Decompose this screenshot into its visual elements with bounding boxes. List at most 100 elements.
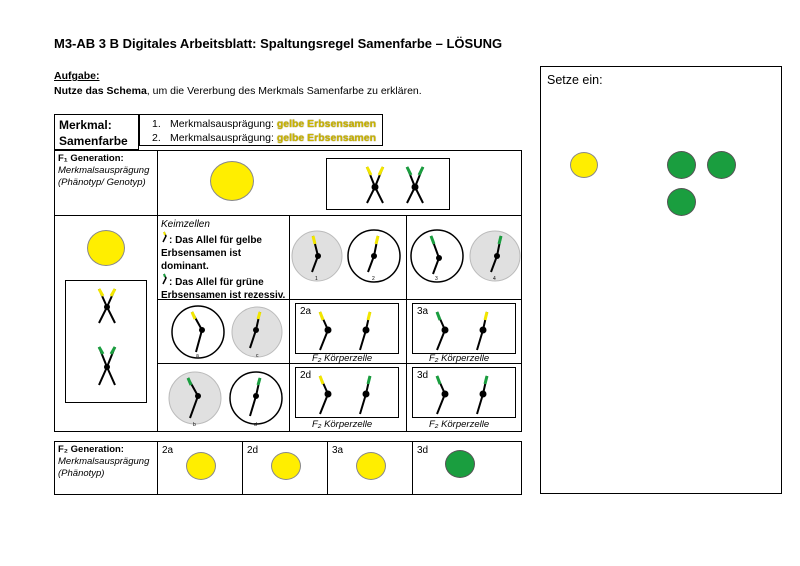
gametes-12: 1 2	[291, 229, 401, 283]
f1-chromosomes	[365, 166, 425, 204]
gametes-cell-ac: a c	[157, 299, 290, 364]
legend-recessive: : Das Allel für grüne Erbsensamen ist re…	[161, 273, 286, 302]
gamete-d[interactable]	[229, 371, 283, 425]
gametes-cell-bd: b d	[157, 363, 290, 432]
gamete-label-2: 2	[372, 276, 375, 282]
drag-green-seed-2[interactable]	[707, 151, 736, 179]
f2-seed-2a[interactable]	[186, 452, 216, 480]
gametes-ac: a c	[171, 305, 283, 359]
f2-line3: (Phänotyp)	[58, 468, 105, 479]
parent-chromosome-pair-green	[97, 346, 117, 386]
chromosomes-3a	[435, 311, 489, 351]
gamete-3[interactable]	[410, 229, 464, 283]
f2-label-cell: F₂ Generation: Merkmalsausprägung (Phäno…	[54, 441, 158, 495]
task-text-rest: , um die Vererbung des Merkmals Samenfar…	[146, 85, 422, 97]
cell-caption-2d: F₂ Körperzelle	[312, 419, 373, 430]
gamete-label-a: a	[196, 353, 199, 359]
option-2-label: Merkmalsausprägung:	[170, 132, 274, 144]
f2-cell-3d-box: 3d F₂ Körperzelle	[406, 363, 522, 432]
f2-result-3a: 3a	[327, 441, 413, 495]
keimzellen-legend-cell: Keimzellen : Das Allel für gelbe Erbsens…	[157, 215, 290, 302]
f2-seed-3d[interactable]	[445, 450, 475, 478]
f1-chromosome-pair-right	[405, 166, 425, 204]
setze-ein-panel	[540, 66, 782, 494]
gametes-bd: b d	[168, 371, 283, 428]
f1-label-cell: F₁ Generation: Merkmalsausprägung (Phäno…	[54, 150, 158, 216]
option-2: 2. Merkmalsausprägung: gelbe Erbsensamen	[152, 131, 382, 145]
cell-tag-3d: 3d	[417, 370, 429, 381]
cell-caption-3d: F₂ Körperzelle	[429, 419, 490, 430]
parent-body-cell	[65, 280, 147, 403]
f1-body-cell	[326, 158, 450, 210]
chromosomes-2a	[318, 311, 372, 351]
option-2-value[interactable]: gelbe Erbsensamen	[276, 132, 377, 144]
merkmal-box: Merkmal: Samenfarbe	[54, 114, 139, 150]
f1-line3: (Phänotyp/ Genotyp)	[58, 177, 146, 188]
gamete-label-c: c	[256, 353, 259, 359]
gametes-34: 3 4	[410, 229, 521, 283]
f2-result-3d: 3d	[412, 441, 522, 495]
gamete-label-1: 1	[315, 276, 318, 282]
f2-seed-2d[interactable]	[271, 452, 301, 480]
chromosomes-2d	[318, 375, 372, 415]
f2-result-tag-3d: 3d	[417, 445, 429, 456]
green-allele-icon	[162, 273, 167, 285]
task-text: Nutze das Schema, um die Vererbung des M…	[54, 85, 422, 97]
f1-chromosome-pair-left	[365, 166, 385, 204]
option-1-label: Merkmalsausprägung:	[170, 118, 274, 130]
cell-caption-2a: F₂ Körperzelle	[312, 353, 373, 364]
f2-body-cell-2a: 2a	[295, 303, 399, 354]
gamete-c[interactable]	[231, 306, 283, 358]
option-1-num: 1.	[152, 118, 161, 130]
f2-result-tag-2a: 2a	[162, 445, 174, 456]
setze-ein-label: Setze ein:	[547, 73, 603, 87]
f2-body-cell-2d: 2d	[295, 367, 399, 418]
legend-dominant-text: : Das Allel für gelbe Erbsensamen ist do…	[161, 235, 262, 272]
f2-result-tag-2d: 2d	[247, 445, 259, 456]
gamete-label-4: 4	[493, 276, 496, 282]
f2-result-tag-3a: 3a	[332, 445, 344, 456]
drag-green-seed-1[interactable]	[667, 151, 696, 179]
parent-cell	[54, 215, 158, 432]
f2-cell-2d-box: 2d F₂ Körperzelle	[289, 363, 407, 432]
f2-body-cell-3a: 3a	[412, 303, 516, 354]
gamete-label-d: d	[254, 422, 257, 428]
f2-seed-3a[interactable]	[356, 452, 386, 480]
gamete-2[interactable]	[347, 229, 401, 283]
f1-heading: F₁ Generation:	[58, 153, 124, 164]
task-text-bold: Nutze das Schema	[54, 85, 147, 97]
legend-recessive-text: : Das Allel für grüne Erbsensamen ist re…	[161, 277, 286, 301]
parent-chromosome-pair-yellow	[97, 288, 117, 324]
f2-line2: Merkmalsausprägung	[58, 456, 150, 467]
f1-yellow-seed[interactable]	[210, 161, 254, 201]
gamete-4[interactable]	[469, 230, 521, 282]
gamete-a[interactable]	[171, 305, 225, 359]
yellow-allele-icon	[162, 231, 167, 243]
gamete-b[interactable]	[168, 371, 222, 425]
options-box: 1.Merkmalsausprägung: gelbe Erbsensamen …	[139, 114, 383, 146]
merkmal-line2: Samenfarbe	[59, 134, 128, 148]
chromosomes-3d	[435, 375, 489, 415]
drag-yellow-seed[interactable]	[570, 152, 598, 178]
parent-yellow-seed[interactable]	[87, 230, 125, 266]
gametes-cell-34: 3 4	[406, 215, 522, 300]
gamete-label-b: b	[193, 422, 196, 428]
f2-cell-2a-box: 2a F₂ Körperzelle	[289, 299, 407, 364]
gamete-1[interactable]	[291, 230, 343, 282]
f1-line2: Merkmalsausprägung	[58, 165, 150, 176]
keimzellen-title: Keimzellen	[161, 219, 210, 230]
cell-caption-3a: F₂ Körperzelle	[429, 353, 490, 364]
option-2-num: 2.	[152, 132, 161, 144]
legend-dominant: : Das Allel für gelbe Erbsensamen ist do…	[161, 231, 286, 273]
gametes-cell-12: 1 2	[289, 215, 407, 300]
option-1: 1. Merkmalsausprägung: gelbe Erbsensamen	[152, 117, 382, 131]
merkmal-line1: Merkmal:	[59, 118, 112, 132]
task-heading: Aufgabe:	[54, 70, 100, 82]
page-title: M3-AB 3 B Digitales Arbeitsblatt: Spaltu…	[54, 36, 503, 51]
drag-green-seed-3[interactable]	[667, 188, 696, 216]
option-1-value[interactable]: gelbe Erbsensamen	[276, 118, 377, 130]
cell-tag-2d: 2d	[300, 370, 312, 381]
f2-body-cell-3d: 3d	[412, 367, 516, 418]
cell-tag-2a: 2a	[300, 306, 312, 317]
f2-cell-3a-box: 3a F₂ Körperzelle	[406, 299, 522, 364]
